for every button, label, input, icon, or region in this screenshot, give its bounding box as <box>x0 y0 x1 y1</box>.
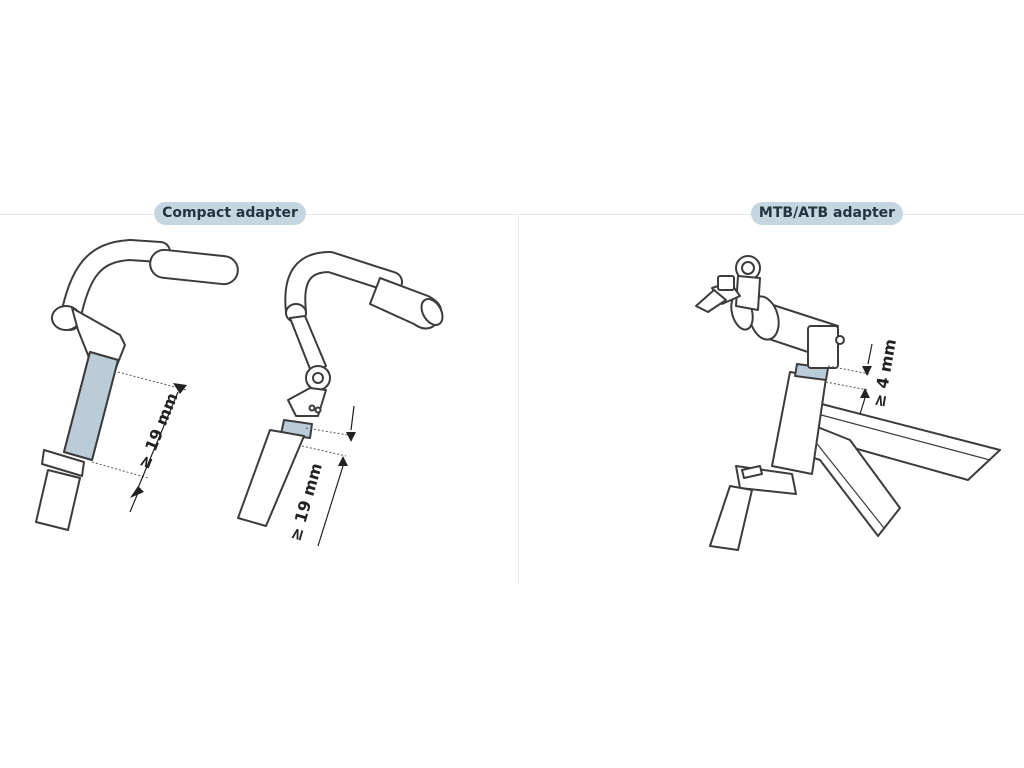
horizontal-divider <box>0 214 1024 215</box>
mtb-dimension-label: ≥ 4 mm <box>869 337 900 408</box>
compact-1-dimension-label: ≥ 19 mm <box>134 390 182 471</box>
mtb-adapter-illustration <box>695 255 1001 551</box>
compact-2-dimension-label: ≥ 19 mm <box>286 461 326 543</box>
compact-adapter-2-illustration <box>237 251 444 527</box>
vertical-divider <box>518 214 519 584</box>
mtb-atb-adapter-title: MTB/ATB adapter <box>750 202 904 225</box>
compact-adapter-title: Compact adapter <box>154 202 306 225</box>
compact-adapter-1-illustration <box>35 239 239 531</box>
